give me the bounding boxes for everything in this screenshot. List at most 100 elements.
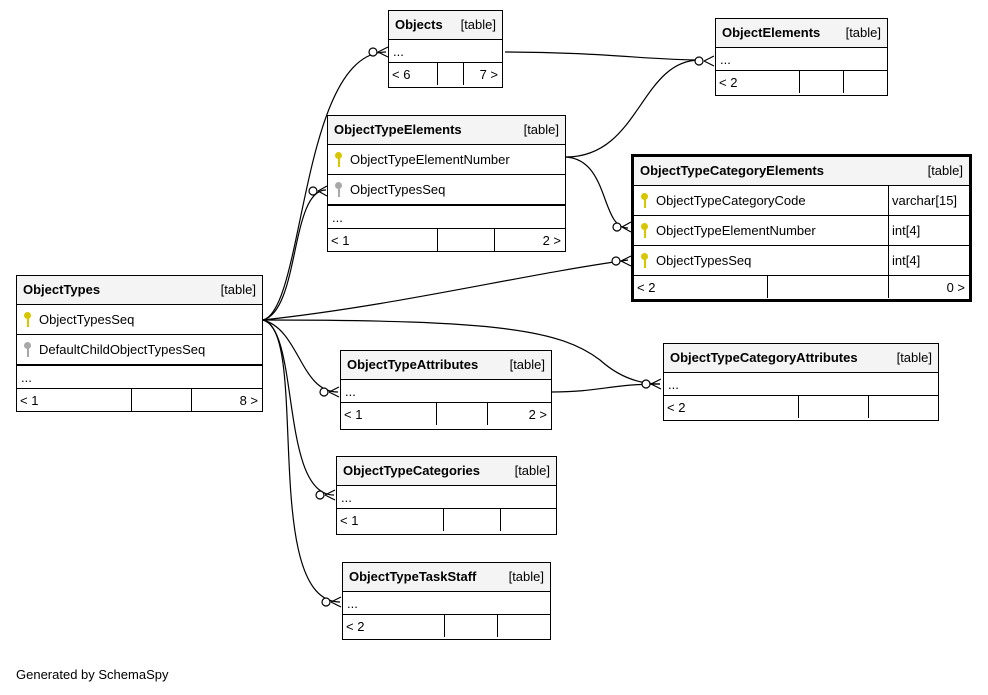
table-name: ObjectTypeCategoryAttributes [670, 350, 858, 365]
row-count [767, 276, 888, 298]
table-objectelements[interactable]: ObjectElements [table] ... < 2 [715, 18, 888, 96]
primary-key-icon [640, 222, 650, 239]
relation-objecttypeelements-categoryelements [565, 156, 629, 229]
primary-key-icon [640, 192, 650, 209]
primary-key-icon [23, 311, 33, 328]
child-count: 0 > [888, 276, 969, 298]
row-count [437, 229, 494, 251]
child-count: 2 > [494, 229, 565, 251]
table-objecttypecategoryelements[interactable]: ObjectTypeCategoryElements [table] Objec… [631, 154, 972, 302]
table-header: ObjectTypes [table] [17, 276, 262, 305]
relation-objecttypes-objecttypecategories [262, 319, 335, 496]
table-header: ObjectTypeCategoryAttributes [table] [664, 344, 938, 373]
table-header: ObjectTypeElements [table] [328, 116, 565, 145]
child-count: 8 > [191, 389, 262, 411]
table-objecttypeelements[interactable]: ObjectTypeElements [table] ObjectTypeEle… [327, 115, 566, 252]
row-count [444, 615, 497, 637]
column-name: ObjectTypeCategoryCode [656, 193, 806, 208]
table-header: ObjectElements [table] [716, 19, 887, 48]
table-footer: < 2 [343, 615, 550, 637]
row-count [798, 396, 868, 418]
column-name: DefaultChildObjectTypesSeq [39, 342, 206, 357]
relation-objecttypes-objecttypeelements [262, 189, 327, 321]
column-row[interactable]: ObjectTypesSeq [328, 175, 565, 206]
primary-key-icon [640, 252, 650, 269]
column-row[interactable]: ObjectTypesSeq [17, 305, 262, 335]
column-name: ObjectTypesSeq [350, 182, 446, 197]
column-row[interactable]: DefaultChildObjectTypesSeq [17, 335, 262, 366]
column-row[interactable]: ObjectTypeCategoryCode varchar[15] [634, 186, 969, 216]
parent-count: < 6 [392, 66, 411, 82]
column-name: ObjectTypesSeq [39, 312, 135, 327]
column-row[interactable]: ObjectTypeElementNumber [328, 145, 565, 175]
table-footer: < 2 0 > [634, 276, 969, 298]
column-row[interactable]: ObjectTypeElementNumber int[4] [634, 216, 969, 246]
table-name: ObjectTypeCategoryElements [640, 163, 824, 178]
table-kind-label: [table] [509, 357, 545, 372]
relation-objecttypes-categoryattributes [262, 319, 661, 385]
table-kind-label: [table] [514, 463, 550, 478]
table-objecttypecategories[interactable]: ObjectTypeCategories [table] ... < 1 [336, 456, 557, 535]
table-objects[interactable]: Objects [table] ... < 6 7 > [388, 10, 503, 88]
parent-count: < 2 [637, 279, 656, 295]
table-kind-label: [table] [460, 17, 496, 32]
parent-count: < 1 [331, 232, 350, 248]
table-kind-label: [table] [508, 569, 544, 584]
table-objecttypeattributes[interactable]: ObjectTypeAttributes [table] ... < 1 2 > [340, 350, 552, 430]
table-header: ObjectTypeCategoryElements [table] [634, 157, 969, 186]
child-count [868, 396, 938, 418]
table-footer: < 2 [716, 71, 887, 93]
primary-key-icon [334, 151, 344, 168]
table-kind-label: [table] [927, 163, 963, 178]
columns-ellipsis: ... [389, 40, 502, 63]
parent-count: < 1 [344, 406, 363, 422]
columns-ellipsis: ... [664, 373, 938, 396]
table-name: ObjectTypeAttributes [347, 357, 479, 372]
table-header: ObjectTypeCategories [table] [337, 457, 556, 486]
relation-objecttypes-categoryelements [262, 259, 629, 321]
column-name: ObjectTypeElementNumber [350, 152, 510, 167]
relation-objecttypes-objects [262, 51, 387, 321]
relation-objecttypes-objecttypetaskstaff [262, 319, 341, 603]
columns-ellipsis: ... [328, 206, 565, 229]
table-footer: < 1 [337, 509, 556, 531]
relation-objecttypeelements-objectelements [565, 59, 701, 158]
columns-ellipsis: ... [337, 486, 556, 509]
column-name: ObjectTypeElementNumber [656, 223, 816, 238]
parent-count: < 1 [20, 392, 39, 408]
column-name: ObjectTypesSeq [656, 253, 752, 268]
table-name: Objects [395, 17, 443, 32]
child-count [843, 71, 887, 93]
table-objecttypecategoryattributes[interactable]: ObjectTypeCategoryAttributes [table] ...… [663, 343, 939, 421]
table-objecttypetaskstaff[interactable]: ObjectTypeTaskStaff [table] ... < 2 [342, 562, 551, 640]
columns-ellipsis: ... [716, 48, 887, 71]
row-count [436, 403, 487, 425]
table-kind-label: [table] [896, 350, 932, 365]
table-header: ObjectTypeAttributes [table] [341, 351, 551, 380]
child-count [500, 509, 556, 531]
table-name: ObjectTypes [23, 282, 101, 297]
table-header: Objects [table] [389, 11, 502, 40]
column-row[interactable]: ObjectTypesSeq int[4] [634, 246, 969, 276]
columns-ellipsis: ... [343, 592, 550, 615]
row-count [131, 389, 191, 411]
row-count [799, 71, 843, 93]
row-count [437, 63, 463, 85]
child-count: 7 > [463, 63, 502, 85]
parent-count: < 2 [719, 74, 738, 90]
table-objecttypes[interactable]: ObjectTypes [table] ObjectTypesSeq Defau… [16, 275, 263, 412]
child-count: 2 > [487, 403, 551, 425]
row-count [443, 509, 500, 531]
table-footer: < 1 2 > [341, 403, 551, 425]
table-header: ObjectTypeTaskStaff [table] [343, 563, 550, 592]
table-footer: < 1 2 > [328, 229, 565, 251]
parent-count: < 2 [346, 618, 365, 634]
child-count [497, 615, 550, 637]
table-kind-label: [table] [220, 282, 256, 297]
table-kind-label: [table] [523, 122, 559, 137]
parent-count: < 2 [667, 399, 686, 415]
column-type: int[4] [888, 246, 920, 275]
column-type: varchar[15] [888, 186, 957, 215]
column-type: int[4] [888, 216, 920, 245]
